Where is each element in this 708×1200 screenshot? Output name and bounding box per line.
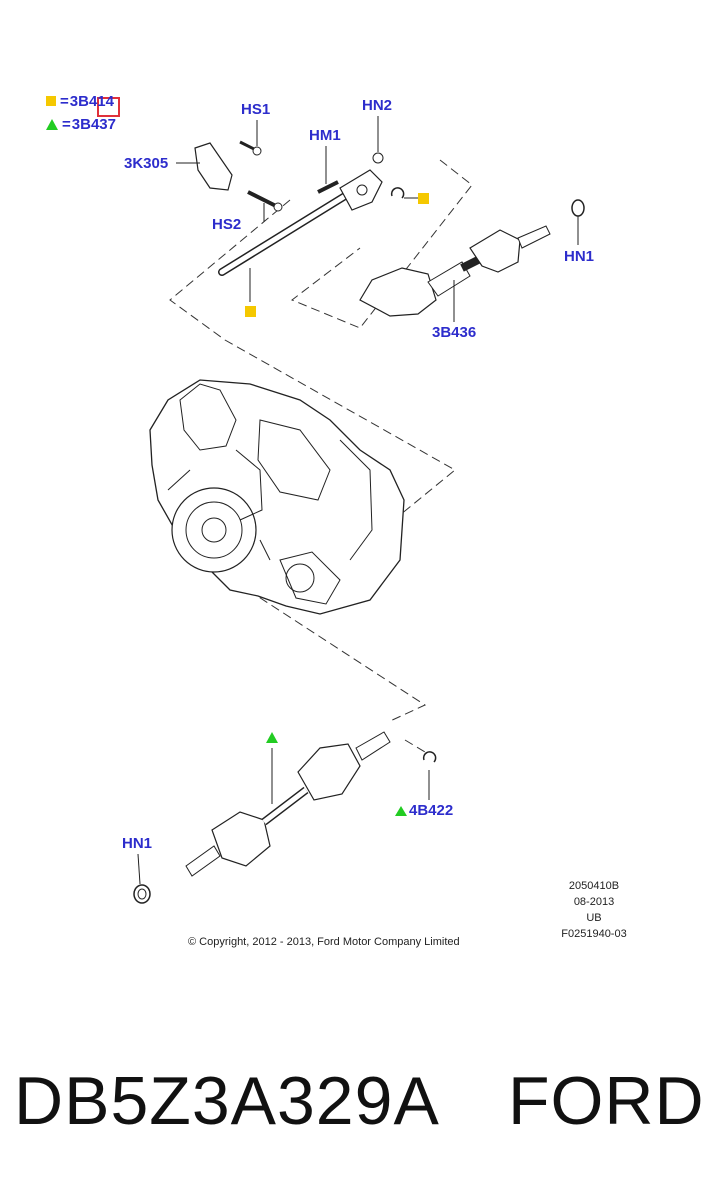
assembly-path-lines — [169, 159, 473, 753]
exploded-parts-diagram — [97, 97, 585, 904]
triangle-marker-icon — [395, 806, 407, 816]
transaxle — [149, 379, 405, 615]
callout-4b422-group: 4B422 — [395, 803, 453, 819]
callout-4b422: 4B422 — [409, 802, 454, 819]
triangle-marker-icon — [46, 118, 58, 130]
nut-hn2 — [372, 116, 384, 164]
bolt-hs2 — [247, 190, 283, 222]
square-marker-icon — [46, 96, 56, 106]
markers — [97, 97, 429, 743]
illustration-code: UB — [586, 912, 602, 924]
callout-hs1: HS1 — [241, 101, 271, 118]
bolt-hs1 — [239, 120, 262, 156]
callout-3b436: 3B436 — [432, 324, 477, 341]
callout-hs2: HS2 — [212, 216, 242, 233]
copyright-notice: © Copyright, 2012 - 2013, Ford Motor Com… — [188, 936, 460, 948]
nut-hn1-bottom — [133, 853, 151, 904]
halfshaft-3b437 — [185, 731, 391, 877]
intermediate-shaft — [218, 169, 383, 276]
nut-hn1-top — [571, 199, 585, 245]
legend-code: 3B414 — [69, 92, 114, 110]
square-marker-top — [418, 193, 429, 204]
callout-hn2: HN2 — [362, 97, 393, 114]
halfshaft-3b436 — [359, 225, 551, 322]
brand-name: FORD — [508, 1063, 705, 1139]
callout-hn1-top: HN1 — [564, 248, 595, 265]
circlip-4b422 — [422, 751, 437, 800]
legend-code: 3B437 — [71, 115, 116, 133]
illustration-id: 2050410B — [568, 880, 620, 892]
bracket-3k305 — [176, 142, 233, 191]
illustration-date: 08-2013 — [573, 896, 615, 908]
square-marker-shaft — [245, 306, 256, 317]
circlip-top — [390, 187, 418, 199]
stud-hm1 — [317, 146, 339, 194]
triangle-marker-shaft — [266, 732, 278, 743]
callout-hn1-bottom: HN1 — [122, 835, 153, 852]
legend-row-triangle: = 3B437 — [46, 115, 116, 133]
legend-equals: = — [62, 115, 71, 133]
legend-row-square: = 3B414 — [46, 92, 114, 110]
legend-equals: = — [60, 92, 69, 110]
legend-highlight-box — [97, 97, 120, 117]
callout-hm1: HM1 — [309, 127, 341, 144]
callout-3k305: 3K305 — [124, 155, 169, 172]
figure-id: F0251940-03 — [561, 928, 627, 940]
part-number: DB5Z3A329A — [14, 1063, 440, 1139]
